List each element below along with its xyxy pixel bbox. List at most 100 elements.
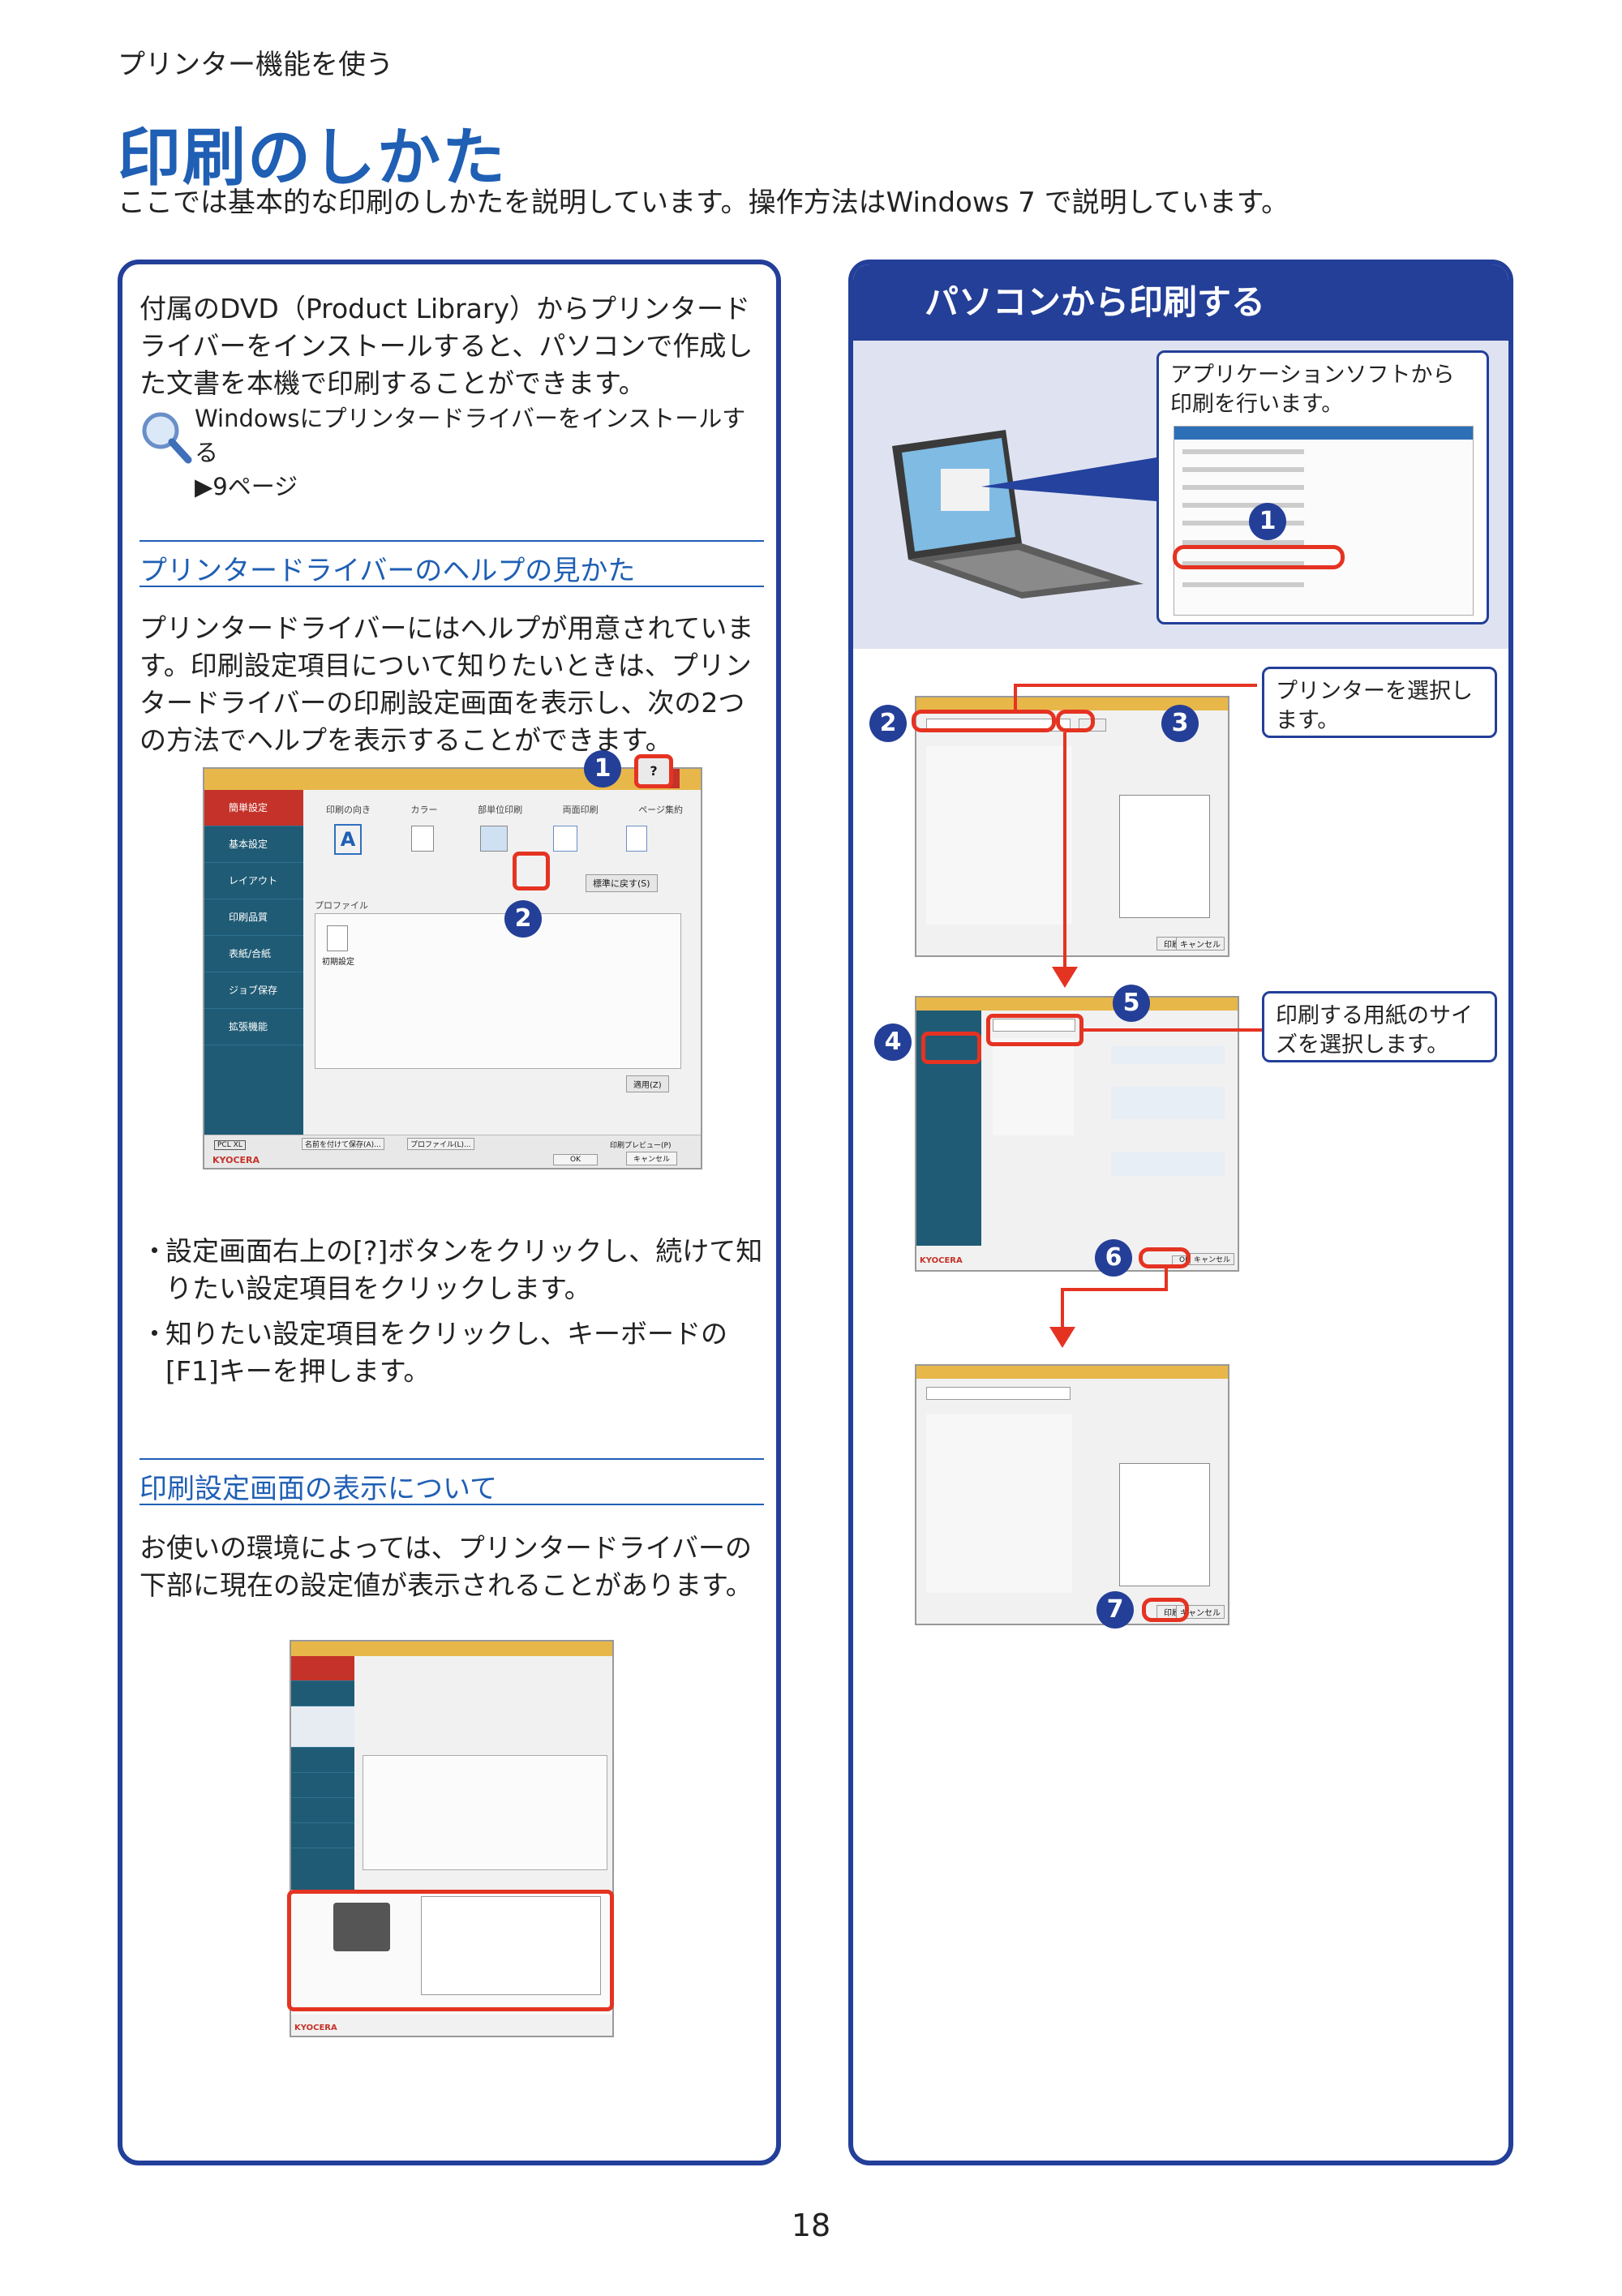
bullet-f1-key: 知りたい設定項目をクリックし、キーボードの[F1]キーを押します。: [165, 1318, 727, 1387]
callout-paper: 印刷する用紙のサイズを選択します。: [1262, 991, 1497, 1062]
help-button-highlight[interactable]: ?: [634, 754, 673, 788]
section-body-help: プリンタードライバーにはヘルプが用意されています。印刷設定項目について知りたいと…: [139, 612, 754, 756]
apply-button[interactable]: 適用(Z): [626, 1075, 669, 1092]
sidebar-item[interactable]: [291, 1748, 354, 1773]
step-badge-2: 2: [869, 705, 907, 742]
menu-line: [1182, 582, 1304, 587]
orientation-icon[interactable]: A: [334, 824, 362, 855]
window-titlebar: [916, 998, 1238, 1011]
save-as-button[interactable]: 名前を付けて保存(A)...: [302, 1138, 384, 1150]
menu-line: [1182, 449, 1304, 454]
sidebar-item[interactable]: [291, 1656, 354, 1681]
printer-select[interactable]: [926, 1387, 1071, 1400]
paper-size-select[interactable]: [993, 1019, 1075, 1032]
settings-values: [421, 1896, 601, 1995]
tab-orientation[interactable]: 印刷の向き: [326, 805, 371, 815]
divider: [139, 1504, 764, 1505]
profile-button[interactable]: プロファイル(L)...: [407, 1138, 474, 1150]
ok-button[interactable]: OK: [553, 1154, 598, 1165]
highlight-item: [513, 852, 550, 891]
print-dialog-final: 印刷 キャンセル: [915, 1364, 1229, 1625]
profile-list[interactable]: 初期設定: [315, 913, 681, 1069]
menu-item-print[interactable]: [1182, 561, 1304, 566]
cancel-button[interactable]: キャンセル: [626, 1152, 678, 1165]
ribbon-bar: [1174, 427, 1473, 440]
tab-collate[interactable]: 部単位印刷: [478, 805, 523, 815]
callout-application: アプリケーションソフトから印刷を行います。: [1156, 350, 1489, 624]
profile-item[interactable]: 初期設定: [322, 958, 354, 967]
collate-icon[interactable]: [480, 826, 508, 852]
sidebar-item-job[interactable]: ジョブ保存: [204, 972, 303, 1009]
flow-arrow-head: [1052, 967, 1078, 988]
section-title-help: プリンタードライバーのヘルプの見かた: [139, 555, 636, 587]
nup-icon[interactable]: [626, 826, 647, 852]
profile-list[interactable]: [363, 1755, 607, 1870]
cancel-button[interactable]: キャンセル: [1176, 937, 1225, 951]
print-menu-highlight: [1173, 545, 1345, 569]
driver-sidebar: [291, 1656, 354, 1890]
paper-size-highlight: [986, 1014, 1083, 1046]
orientation-options: [1111, 1046, 1225, 1064]
step-badge-2: 2: [504, 900, 542, 938]
sidebar-item-quality[interactable]: 印刷品質: [204, 899, 303, 936]
print-dialog: 印刷 キャンセル: [915, 696, 1229, 957]
step-badge-4: 4: [874, 1024, 912, 1061]
sidebar-item-cover[interactable]: 表紙/合紙: [204, 936, 303, 972]
cancel-button[interactable]: キャンセル: [1189, 1253, 1234, 1265]
callout-application-text: アプリケーションソフトから印刷を行います。: [1170, 363, 1455, 417]
sidebar-item[interactable]: [291, 1823, 354, 1848]
window-titlebar: [291, 1642, 612, 1656]
preview-checkbox[interactable]: 印刷プレビュー(P): [610, 1142, 672, 1150]
magnifier-icon: [142, 412, 192, 464]
step-badge-7: 7: [1096, 1591, 1134, 1629]
driver-screenshot: 簡単設定 基本設定 レイアウト 印刷品質 表紙/合紙 ジョブ保存 拡張機能 印刷…: [203, 767, 702, 1169]
section-title-display: 印刷設定画面の表示について: [139, 1473, 497, 1505]
sidebar-item-easy[interactable]: 簡単設定: [204, 790, 303, 826]
profile-label: プロファイル: [315, 900, 368, 911]
duplex-icon[interactable]: [553, 826, 577, 852]
reference-page: ▶9ページ: [195, 473, 298, 500]
sidebar-item[interactable]: [291, 1773, 354, 1798]
step-badge-1: 1: [1249, 503, 1286, 540]
tab-color[interactable]: カラー: [410, 805, 438, 815]
basic-tab-highlight: [921, 1032, 981, 1064]
bullet-mark: ・: [141, 1235, 168, 1267]
page-number: 18: [791, 2208, 831, 2243]
settings-summary: [291, 1893, 612, 2015]
sidebar-item[interactable]: [291, 1798, 354, 1823]
tab-nup[interactable]: ページ集約: [638, 805, 683, 815]
left-panel: [118, 260, 781, 2165]
color-icon[interactable]: [411, 826, 434, 852]
sidebar-item[interactable]: [291, 1681, 354, 1706]
step-badge-3: 3: [1161, 705, 1199, 742]
step-badge-6: 6: [1095, 1239, 1132, 1277]
ok-button-highlight: [1139, 1247, 1191, 1268]
printer-select-highlight: [912, 710, 1056, 732]
print-preview: [1119, 795, 1210, 918]
sidebar-item[interactable]: [291, 1706, 354, 1748]
right-panel-heading: パソコンから印刷する: [853, 264, 1508, 341]
sidebar-item-layout[interactable]: レイアウト: [204, 863, 303, 899]
sidebar-item-advanced[interactable]: 拡張機能: [204, 1009, 303, 1045]
menu-line: [1182, 521, 1304, 526]
divider: [139, 540, 764, 542]
printer-image: [333, 1903, 390, 1951]
reference-link[interactable]: Windowsにプリンタードライバーをインストールする ▶9ページ: [195, 401, 762, 504]
sidebar-item-basic[interactable]: 基本設定: [204, 826, 303, 863]
print-preview: [1119, 1463, 1210, 1586]
driver-sidebar: 簡単設定 基本設定 レイアウト 印刷品質 表紙/合紙 ジョブ保存 拡張機能: [204, 790, 303, 1135]
window-titlebar: [204, 769, 701, 790]
section-body-display: お使いの環境によっては、プリンタードライバーの下部に現在の設定値が表示されること…: [139, 1532, 753, 1601]
print-options: [926, 746, 1072, 925]
bullet-help-button: 設定画面右上の[?]ボタンをクリックし、続けて知りたい設定項目をクリックします。: [165, 1235, 763, 1304]
divider: [139, 1458, 764, 1460]
tab-duplex[interactable]: 両面印刷: [562, 805, 599, 815]
bullet-item: ・ 設定画面右上の[?]ボタンをクリックし、続けて知りたい設定項目をクリックしま…: [139, 1233, 764, 1307]
reset-button[interactable]: 標準に戻す(S): [586, 874, 658, 892]
step-badge-5: 5: [1113, 985, 1150, 1022]
step-badge-1: 1: [584, 750, 621, 788]
leader-line: [1014, 684, 1257, 687]
menu-line: [1182, 467, 1304, 472]
flow-arrow: [1165, 1268, 1168, 1291]
section-label: プリンター機能を使う: [118, 49, 393, 81]
